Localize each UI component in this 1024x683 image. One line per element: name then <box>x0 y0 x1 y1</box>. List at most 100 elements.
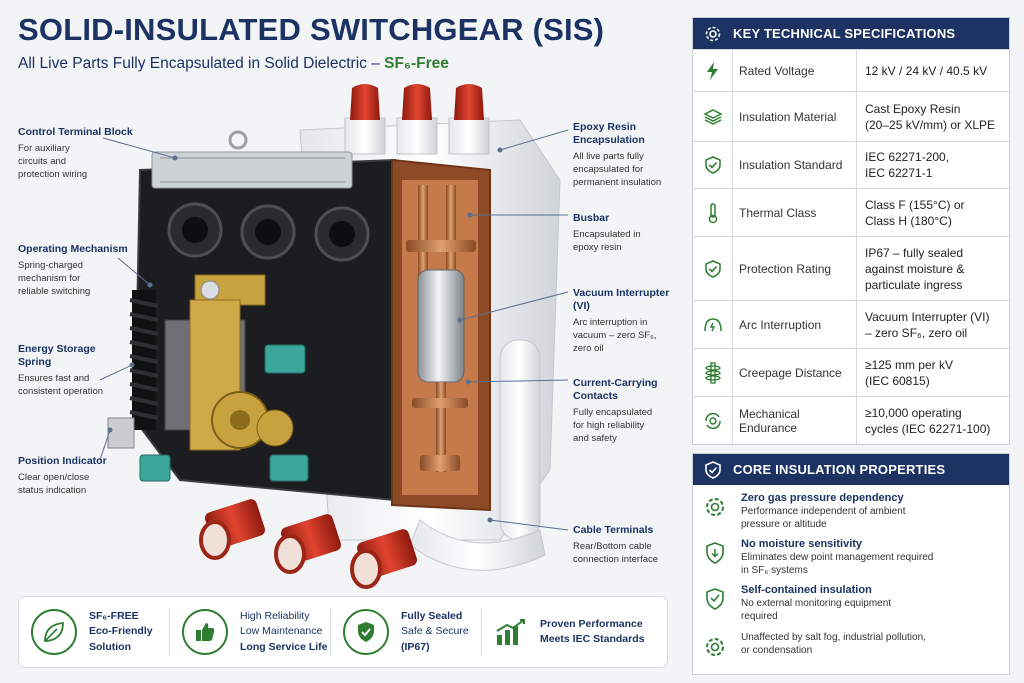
spec-label: Insulation Material <box>733 92 857 141</box>
callout-current-carrying-contacts: Current-Carrying Contacts Fully encapsul… <box>573 377 688 445</box>
callout-title: Vacuum Interrupter (VI) <box>573 287 670 312</box>
callout-title: Busbar <box>573 212 610 224</box>
side-pipe <box>499 339 541 541</box>
divider <box>330 608 331 656</box>
core-properties-heading-text: CORE INSULATION PROPERTIES <box>733 462 946 477</box>
core-properties-panel: CORE INSULATION PROPERTIES Zero gas pres… <box>692 453 1010 675</box>
bushing-ports <box>167 202 370 262</box>
spec-label: Rated Voltage <box>733 50 857 91</box>
callout-title: Epoxy Resin Encapsulation <box>573 121 645 146</box>
spec-label: Arc Interruption <box>733 301 857 348</box>
top-bushings <box>344 84 490 155</box>
callout-position-indicator: Position Indicator Clear open/close stat… <box>18 455 128 497</box>
spec-label: Mechanical Endurance <box>733 397 857 444</box>
spec-label: Creepage Distance <box>733 349 857 396</box>
key-specs-panel: KEY TECHNICAL SPECIFICATIONS Rated Volta… <box>692 17 1010 445</box>
callout-title: Operating Mechanism <box>18 243 128 255</box>
callout-cable-terminals: Cable Terminals Rear/Bottom cable connec… <box>573 524 688 566</box>
relay-connectors <box>139 344 309 482</box>
energy-storage-spring <box>129 290 159 430</box>
callout-desc: Encapsulated in epoxy resin <box>573 229 641 253</box>
callout-control-terminal-block: Control Terminal Block For auxiliary cir… <box>18 126 138 181</box>
property-item: Zero gas pressure dependency Performance… <box>693 485 1009 533</box>
divider <box>169 608 170 656</box>
callout-desc: Fully encapsulated for high reliability … <box>573 407 653 444</box>
property-item: No moisture sensitivity Eliminates dew p… <box>693 533 1009 579</box>
leader-lines <box>99 129 569 531</box>
layers-icon <box>702 108 723 125</box>
spec-label: Protection Rating <box>733 237 857 300</box>
callout-title: Control Terminal Block <box>18 126 133 138</box>
lightning-icon <box>706 61 718 80</box>
thermometer-icon <box>708 202 717 223</box>
property-item: Unaffected by salt fog, industrial pollu… <box>693 625 1009 666</box>
gear-icon <box>706 638 724 656</box>
spec-label: Thermal Class <box>733 189 857 236</box>
page-title: SOLID-INSULATED SWITCHGEAR (SIS) <box>18 12 605 47</box>
shield-down-icon <box>706 588 724 610</box>
property-desc: Unaffected by salt fog, industrial pollu… <box>741 632 926 656</box>
callout-desc: Spring-charged mechanism for reliable sw… <box>18 260 91 297</box>
property-title: Self-contained insulation <box>741 584 872 596</box>
spec-row-creepage-distance: Creepage Distance ≥125 mm per kV(IEC 608… <box>693 348 1009 396</box>
droplet-shield-icon <box>706 542 724 564</box>
gear-icon <box>705 26 721 41</box>
key-specs-heading: KEY TECHNICAL SPECIFICATIONS <box>693 18 1009 49</box>
spec-value: ≥125 mm per kV(IEC 60815) <box>865 357 953 388</box>
callout-energy-storage-spring: Energy Storage Spring Ensures fast and c… <box>18 343 128 398</box>
key-specs-heading-text: KEY TECHNICAL SPECIFICATIONS <box>733 26 956 41</box>
spec-value: IEC 62271-200,IEC 62271-1 <box>865 150 950 180</box>
busbar-conductors <box>406 185 476 285</box>
callout-desc: For auxiliary circuits and protection wi… <box>18 143 88 180</box>
callout-desc: Clear open/close status indication <box>18 472 90 496</box>
callout-operating-mechanism: Operating Mechanism Spring-charged mecha… <box>18 243 128 298</box>
creepage-icon <box>704 361 721 384</box>
callout-epoxy-resin: Epoxy Resin Encapsulation All live parts… <box>573 121 688 189</box>
shield-check-icon <box>704 156 721 174</box>
core-properties-heading: CORE INSULATION PROPERTIES <box>693 454 1009 485</box>
spec-value: 12 kV / 24 kV / 40.5 kV <box>865 63 988 78</box>
arc-icon <box>703 317 722 331</box>
callout-desc: All live parts fully encapsulated for pe… <box>573 151 662 188</box>
callout-busbar: Busbar Encapsulated in epoxy resin <box>573 212 688 254</box>
callout-desc: Ensures fast and consistent operation <box>18 373 104 397</box>
page-subtitle: All Live Parts Fully Encapsulated in Sol… <box>18 55 449 73</box>
property-title: Zero gas pressure dependency <box>741 492 904 504</box>
shield-check-icon <box>705 460 721 479</box>
leaf-icon <box>44 621 64 642</box>
spec-row-insulation-standard: Insulation Standard IEC 62271-200,IEC 62… <box>693 141 1009 188</box>
spec-label: Insulation Standard <box>733 142 857 188</box>
property-item: Self-contained insulation No external mo… <box>693 579 1009 625</box>
subtitle-highlight: SF₆-Free <box>384 55 449 72</box>
cycle-gear-icon <box>704 412 721 429</box>
spec-value: Vacuum Interrupter (VI)– zero SF₆, zero … <box>865 309 990 340</box>
callout-title: Cable Terminals <box>573 524 654 536</box>
lower-pipe <box>409 519 546 571</box>
divider <box>481 608 482 656</box>
vacuum-interrupter <box>417 269 465 383</box>
thumbs-up-icon <box>196 623 215 641</box>
callout-desc: Arc interruption in vacuum – zero SF₆, z… <box>573 317 657 354</box>
spec-row-arc-interruption: Arc Interruption Vacuum Interrupter (VI)… <box>693 300 1009 348</box>
current-carrying-contacts <box>412 382 468 472</box>
callout-vacuum-interrupter: Vacuum Interrupter (VI) Arc interruption… <box>573 287 688 355</box>
control-terminal-block <box>151 151 353 189</box>
property-title: No moisture sensitivity <box>741 538 863 550</box>
shield-check-icon <box>704 259 721 278</box>
subtitle-text: All Live Parts Fully Encapsulated in Sol… <box>18 55 380 72</box>
bar-chart-icon <box>496 619 525 645</box>
cable-terminals <box>199 499 417 589</box>
callout-title: Energy Storage Spring <box>18 343 96 368</box>
